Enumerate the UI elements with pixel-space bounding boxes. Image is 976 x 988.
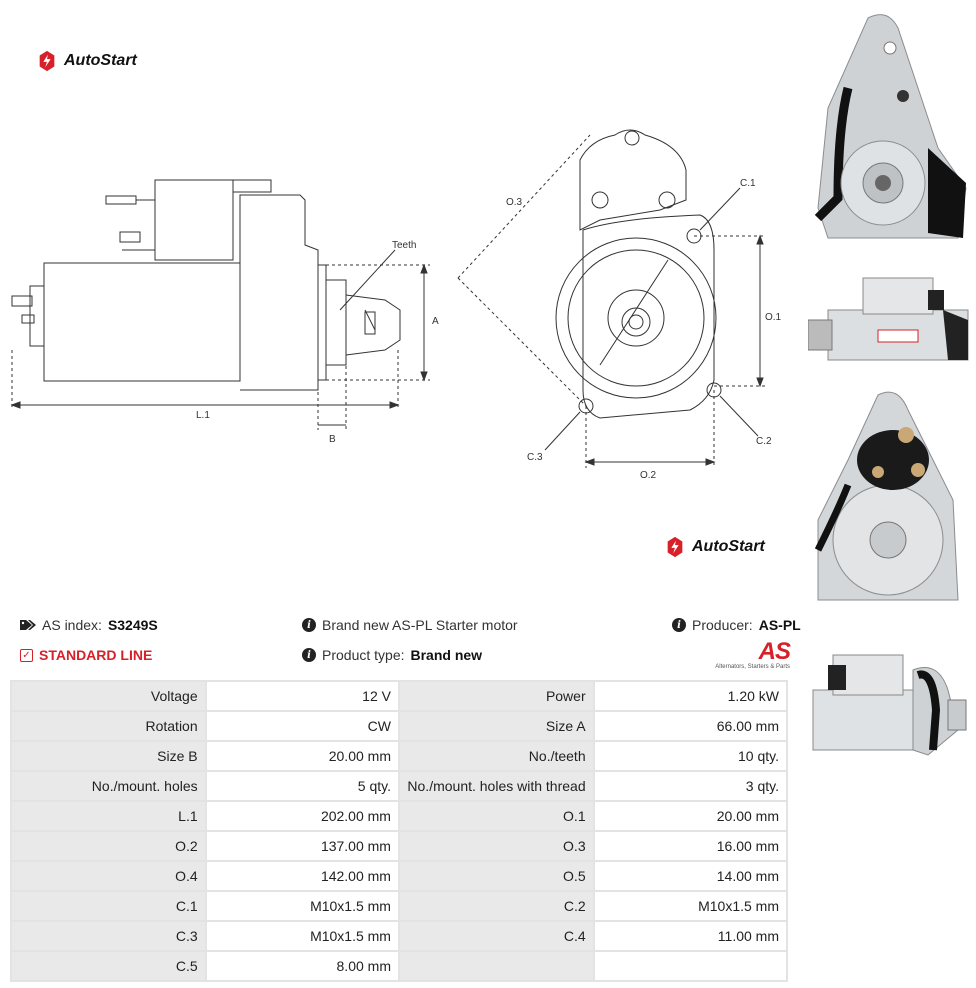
label-teeth: Teeth — [392, 240, 416, 251]
spec-value: 66.00 mm — [592, 710, 789, 742]
spec-value: 12 V — [204, 680, 400, 712]
spec-value: 20.00 mm — [204, 740, 400, 772]
technical-drawing: Teeth A B L.1 O.3 C.1 O.1 C.3 O.2 C.2 — [10, 129, 782, 481]
spec-value: M10x1.5 mm — [592, 890, 789, 922]
spec-value: 5 qty. — [204, 770, 400, 802]
spec-label: O.3 — [397, 830, 595, 862]
producer-value: AS-PL — [758, 617, 801, 633]
check-icon: ✓ — [20, 648, 33, 662]
tags-icon — [20, 620, 36, 630]
autostart-logo-text: AutoStart — [64, 52, 137, 69]
label-c1: C.1 — [740, 178, 756, 189]
info-icon: i — [672, 618, 686, 632]
spec-value: M10x1.5 mm — [204, 920, 400, 952]
product-photo-front — [814, 14, 967, 239]
as-logo-tagline: Alternators, Starters & Parts — [715, 664, 790, 670]
autostart-logo-bottom: AutoStart — [664, 536, 765, 558]
product-type: i Product type: Brand new — [302, 647, 482, 663]
spec-value: 8.00 mm — [204, 950, 400, 982]
as-index-value: S3249S — [107, 617, 158, 633]
description-text: Brand new AS-PL Starter motor — [322, 617, 518, 633]
label-c3: C.3 — [527, 452, 543, 463]
spec-value: 14.00 mm — [592, 860, 789, 892]
producer: i Producer: AS-PL — [672, 617, 801, 633]
label-b: B — [329, 434, 336, 445]
autostart-logo-icon — [39, 50, 55, 72]
spec-label: C.4 — [397, 920, 595, 952]
spec-value: 10 qty. — [592, 740, 789, 772]
label-a: A — [432, 316, 439, 327]
as-logo-mark: AS — [758, 638, 791, 665]
spec-value: 137.00 mm — [204, 830, 400, 862]
spec-label: C.1 — [10, 890, 207, 922]
spec-label: No./mount. holes with thread — [397, 770, 595, 802]
spec-label: O.5 — [397, 860, 595, 892]
spec-label: No./teeth — [397, 740, 595, 772]
spec-label: C.2 — [397, 890, 595, 922]
spec-value: 16.00 mm — [592, 830, 789, 862]
spec-value: M10x1.5 mm — [204, 890, 400, 922]
spec-value: 1.20 kW — [592, 680, 789, 712]
autostart-logo-text: AutoStart — [692, 538, 765, 555]
spec-label: Size B — [10, 740, 207, 772]
autostart-logo-top: AutoStart — [36, 50, 137, 72]
spec-label: O.2 — [10, 830, 207, 862]
label-c2: C.2 — [756, 436, 772, 447]
spec-value: 202.00 mm — [204, 800, 400, 832]
spec-label: C.5 — [10, 950, 207, 982]
info-icon: i — [302, 648, 316, 662]
spec-label: Rotation — [10, 710, 207, 742]
as-index: AS index: S3249S — [20, 617, 158, 633]
description: i Brand new AS-PL Starter motor — [302, 617, 518, 633]
front-view-drawing — [457, 129, 765, 468]
label-o2: O.2 — [640, 470, 657, 481]
side-view-drawing — [10, 179, 430, 430]
spec-label: No./mount. holes — [10, 770, 207, 802]
product-type-value: Brand new — [410, 647, 483, 663]
spec-value: 20.00 mm — [592, 800, 789, 832]
spec-label: Voltage — [10, 680, 207, 712]
label-o1: O.1 — [765, 312, 782, 323]
spec-label: C.3 — [10, 920, 207, 952]
label-o3: O.3 — [506, 197, 523, 208]
spec-value: CW — [204, 710, 400, 742]
autostart-logo-icon — [667, 536, 683, 558]
product-photo-rear — [814, 391, 959, 601]
spec-label: O.4 — [10, 860, 207, 892]
spec-value: 11.00 mm — [592, 920, 789, 952]
product-photo-side-1 — [808, 277, 969, 361]
info-icon: i — [302, 618, 316, 632]
spec-value: 3 qty. — [592, 770, 789, 802]
standard-line: ✓ STANDARD LINE — [20, 647, 152, 663]
spec-label: L.1 — [10, 800, 207, 832]
product-photo-side-2 — [812, 654, 967, 756]
standard-line-label: STANDARD LINE — [39, 647, 153, 663]
spec-value — [592, 950, 789, 982]
spec-label: Power — [397, 680, 595, 712]
spec-label: O.1 — [397, 800, 595, 832]
spec-label: Size A — [397, 710, 595, 742]
spec-value: 142.00 mm — [204, 860, 400, 892]
label-l1: L.1 — [196, 410, 210, 421]
as-pl-logo: AS Alternators, Starters & Parts — [710, 638, 791, 671]
spec-label — [397, 950, 595, 982]
